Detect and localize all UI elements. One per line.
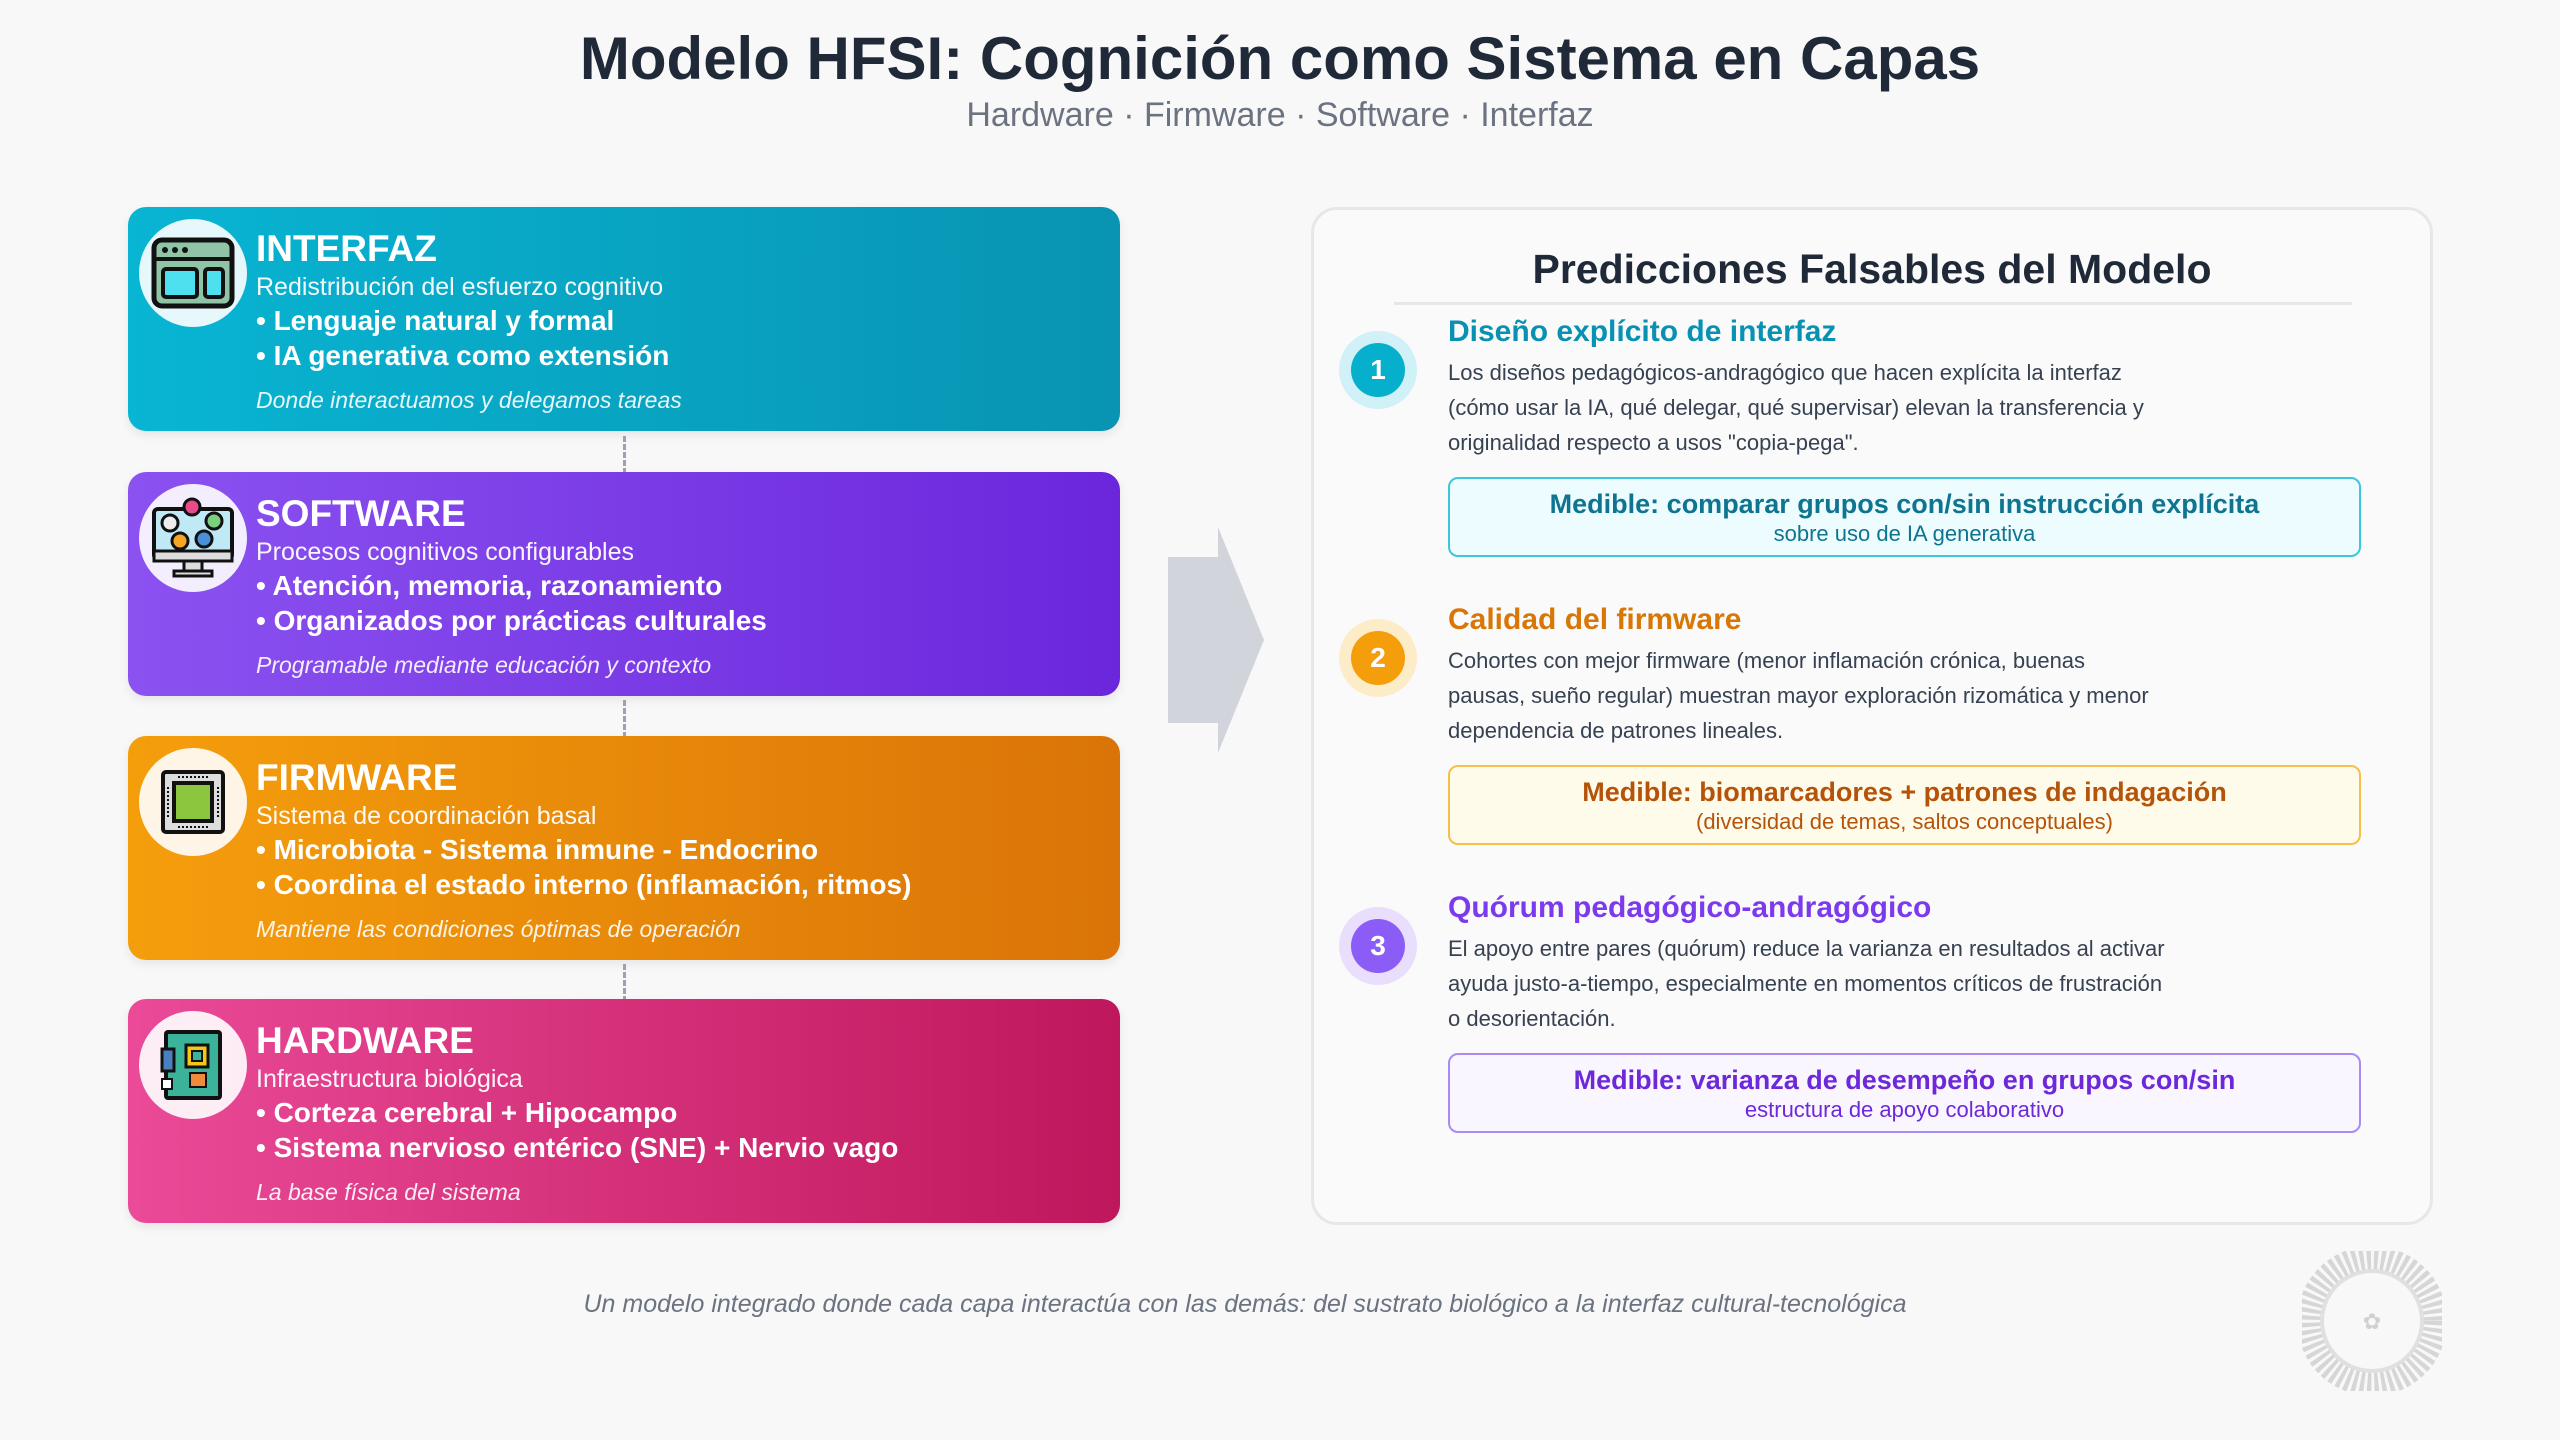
measure-box: Medible: biomarcadores + patrones de ind…	[1448, 765, 2361, 845]
layer-bullet: • Organizados por prácticas culturales	[256, 605, 767, 636]
layer-title: SOFTWARE	[256, 493, 466, 534]
layer-bullet: • Microbiota - Sistema inmune - Endocrin…	[256, 834, 819, 865]
measure-subtext: sobre uso de IA generativa	[1773, 521, 2036, 546]
motherboard-icon	[139, 1011, 247, 1119]
footer-caption: Un modelo integrado donde cada capa inte…	[583, 1290, 1907, 1318]
number-badge: 1	[1339, 331, 1417, 409]
prediction-body: El apoyo entre pares (quórum) reduce la …	[1448, 936, 2165, 1031]
layer-connector	[623, 436, 626, 474]
measure-box: Medible: varianza de desempeño en grupos…	[1448, 1053, 2361, 1133]
svg-text:✿: ✿	[2363, 1309, 2381, 1334]
measure-subtext: (diversidad de temas, saltos conceptuale…	[1696, 809, 2113, 834]
layer-bullet: • IA generativa como extensión	[256, 340, 670, 371]
layer-bullet: • Corteza cerebral + Hipocampo	[256, 1097, 678, 1128]
layer-subtitle: Redistribución del esfuerzo cognitivo	[256, 273, 664, 301]
layer-title: FIRMWARE	[256, 757, 458, 798]
right-arrow-icon	[1168, 527, 1264, 753]
layer-card-software: SOFTWARE Procesos cognitivos configurabl…	[128, 472, 1120, 696]
prediction-body: Cohortes con mejor firmware (menor infla…	[1448, 648, 2149, 743]
measure-text: Medible: comparar grupos con/sin instruc…	[1549, 489, 2260, 519]
prediction-heading: Quórum pedagógico-andragógico	[1448, 891, 1932, 924]
page-title: Modelo HFSI: Cognición como Sistema en C…	[579, 25, 1981, 92]
prediction-heading: Calidad del firmware	[1448, 603, 1742, 636]
layer-title: INTERFAZ	[256, 228, 437, 269]
number-badge: 3	[1339, 907, 1417, 985]
prediction-heading: Diseño explícito de interfaz	[1448, 315, 1837, 348]
watermark-logo-icon: ✿	[2302, 1251, 2442, 1391]
layer-card-hardware: HARDWARE Infraestructura biológica • Cor…	[128, 999, 1120, 1223]
layer-bullet: • Sistema nervioso entérico (SNE) + Nerv…	[256, 1132, 899, 1163]
layer-note: Programable mediante educación y context…	[256, 652, 712, 678]
layer-title: HARDWARE	[256, 1020, 474, 1061]
layer-bullet: • Coordina el estado interno (inflamació…	[256, 869, 912, 900]
layer-bullet: • Lenguaje natural y formal	[256, 305, 615, 336]
layer-bullet: • Atención, memoria, razonamiento	[256, 570, 723, 601]
predictions-panel: Predicciones Falsables del Modelo 1 Dise…	[1311, 207, 2433, 1225]
layer-card-firmware: FIRMWARE Sistema de coordinación basal •…	[128, 736, 1120, 960]
layer-note: Donde interactuamos y delegamos tareas	[256, 387, 682, 413]
panel-title: Predicciones Falsables del Modelo	[1532, 246, 2212, 292]
number-badge: 2	[1339, 619, 1417, 697]
chip-icon	[139, 748, 247, 856]
monitor-apps-icon	[139, 484, 247, 592]
prediction-body: Los diseños pedagógicos-andragógico que …	[1448, 360, 2144, 455]
layer-note: Mantiene las condiciones óptimas de oper…	[256, 916, 741, 942]
layer-note: La base física del sistema	[256, 1179, 521, 1205]
layer-connector	[623, 700, 626, 738]
browser-window-icon	[139, 219, 247, 327]
layer-subtitle: Infraestructura biológica	[256, 1065, 523, 1093]
measure-text: Medible: varianza de desempeño en grupos…	[1573, 1065, 2236, 1095]
layer-card-interfaz: INTERFAZ Redistribución del esfuerzo cog…	[128, 207, 1120, 431]
page-subtitle: Hardware · Firmware · Software · Interfa…	[966, 96, 1594, 134]
layer-subtitle: Procesos cognitivos configurables	[256, 538, 634, 566]
measure-subtext: estructura de apoyo colaborativo	[1744, 1097, 2065, 1122]
panel-divider	[1394, 302, 2352, 305]
measure-text: Medible: biomarcadores + patrones de ind…	[1582, 777, 2227, 807]
layer-subtitle: Sistema de coordinación basal	[256, 802, 597, 830]
layer-connector	[623, 964, 626, 1002]
measure-box: Medible: comparar grupos con/sin instruc…	[1448, 477, 2361, 557]
